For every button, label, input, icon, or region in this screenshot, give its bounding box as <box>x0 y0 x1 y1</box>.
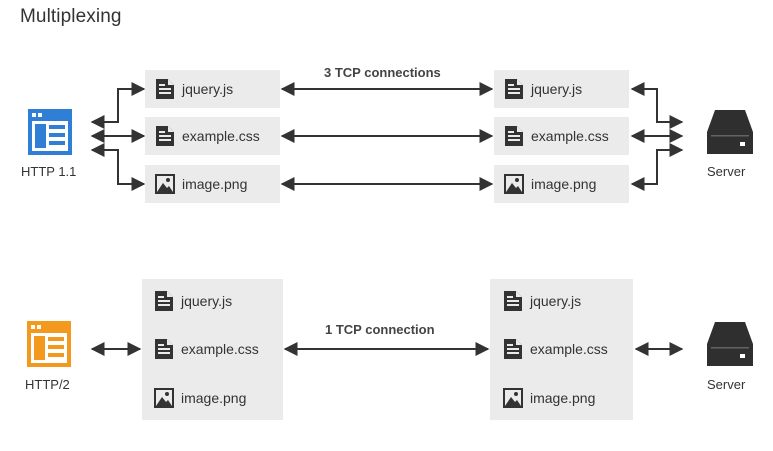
image-icon <box>503 388 523 408</box>
http1-server-file-jquery: jquery.js <box>494 70 629 108</box>
file-name: jquery.js <box>181 293 233 309</box>
file-name: image.png <box>181 390 247 406</box>
file-name: example.css <box>181 341 259 357</box>
http2-browser-window-icon <box>27 321 71 372</box>
http1-server-label: Server <box>707 164 746 179</box>
document-icon <box>505 79 523 99</box>
image-icon <box>504 174 524 194</box>
file-name: jquery.js <box>182 81 234 97</box>
http1-client-file-jquery: jquery.js <box>145 70 280 108</box>
diagram-title: Multiplexing <box>20 6 122 27</box>
http2-client-label: HTTP/2 <box>25 377 70 392</box>
file-name: jquery.js <box>531 81 583 97</box>
http1-client-label: HTTP 1.1 <box>21 164 77 179</box>
http1-client-file-css: example.css <box>145 117 280 155</box>
http1-client-file-png: image.png <box>145 165 280 203</box>
file-name: example.css <box>531 128 609 144</box>
http1-server-icon <box>707 108 753 159</box>
http2-server-files-box: jquery.js example.css image.png <box>490 279 633 420</box>
file-name: jquery.js <box>530 293 582 309</box>
http2-server-label: Server <box>707 377 746 392</box>
http1-server-file-css: example.css <box>494 117 629 155</box>
image-icon <box>155 174 175 194</box>
http1-connection-label: 3 TCP connections <box>324 65 441 80</box>
arrow-http1-client-jquery <box>90 82 146 129</box>
document-icon <box>504 339 522 359</box>
document-icon <box>155 339 173 359</box>
arrow-http1-server-jquery <box>630 82 684 129</box>
file-name: image.png <box>182 176 248 192</box>
arrow-http1-server-png <box>630 143 684 191</box>
document-icon <box>505 126 523 146</box>
arrow-http1-client-png <box>90 143 146 191</box>
document-icon <box>156 126 174 146</box>
http1-browser-window-icon <box>28 109 72 160</box>
document-icon <box>155 291 173 311</box>
http2-server-icon <box>707 320 753 371</box>
file-name: example.css <box>182 128 260 144</box>
http2-client-files-box: jquery.js example.css image.png <box>142 279 283 420</box>
document-icon <box>156 79 174 99</box>
file-name: image.png <box>531 176 597 192</box>
http2-connection-label: 1 TCP connection <box>325 322 435 337</box>
document-icon <box>504 291 522 311</box>
file-name: example.css <box>530 341 608 357</box>
image-icon <box>154 388 174 408</box>
http1-server-file-png: image.png <box>494 165 629 203</box>
file-name: image.png <box>530 390 596 406</box>
